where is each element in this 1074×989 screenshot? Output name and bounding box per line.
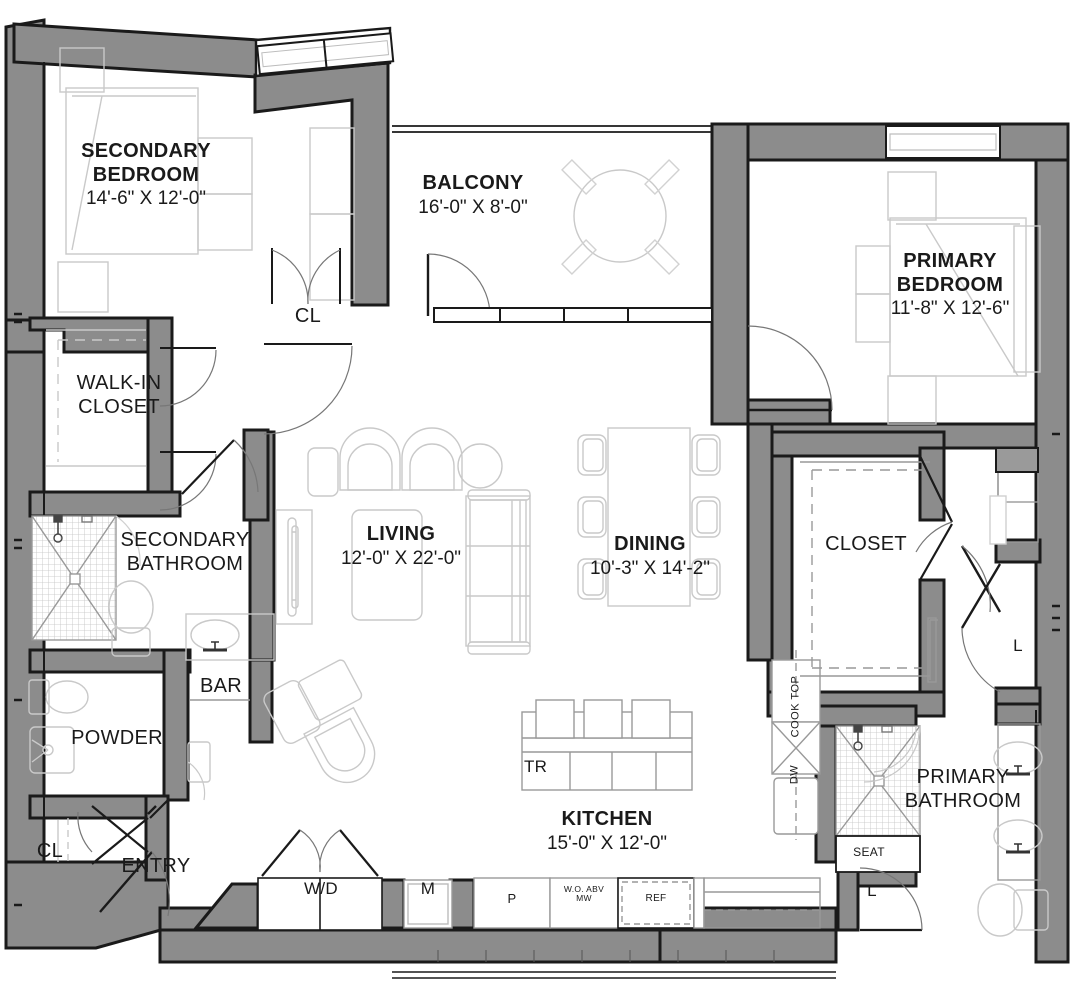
furniture-linework <box>28 47 1049 937</box>
room-label-primary-bedroom: PRIMARY BEDROOM 11'-8" X 12'-6" <box>855 250 1045 321</box>
primary-bathroom-name-line1: PRIMARY <box>916 766 1010 788</box>
entry-name: ENTRY <box>121 855 191 877</box>
secondary-bedroom-dimensions: 14'-6" X 12'-0" <box>85 188 207 210</box>
room-label-powder: POWDER <box>64 727 170 751</box>
cl-bedroom-name: CL <box>294 305 322 327</box>
washer-dryer-label: W/D <box>304 879 338 898</box>
dining-dimensions: 10'-3" X 14'-2" <box>589 557 711 579</box>
primary-bedroom-name-line2: BEDROOM <box>896 273 1004 296</box>
primary-bathroom-name-line2: BATHROOM <box>904 789 1022 812</box>
refrigerator-label: REF <box>645 893 667 904</box>
trash-label: TR <box>524 757 548 776</box>
wall-ticks-right <box>1052 432 1060 632</box>
linen-label-primary-bath: L <box>858 881 886 901</box>
room-label-bar: BAR <box>192 675 250 699</box>
dining-name: DINING <box>614 533 686 555</box>
appliance-label-wall-oven: W.O. ABV MW <box>541 884 627 904</box>
secondary-bathroom-name-line1: SECONDARY <box>120 529 250 551</box>
primary-bedroom-name-line1: PRIMARY <box>903 250 997 272</box>
living-name: LIVING <box>366 523 436 545</box>
wall-oven-label-line1: W.O. ABV <box>563 884 605 894</box>
balcony-dimensions: 16'-0" X 8'-0" <box>418 196 528 218</box>
linen-label-primary-hall: L <box>1004 636 1032 656</box>
room-label-secondary-bathroom: SECONDARY BATHROOM <box>110 529 260 576</box>
room-label-entry: ENTRY <box>112 855 200 879</box>
secondary-bedroom-name-line2: BEDROOM <box>92 163 200 186</box>
closet-label-cl-entry: CL <box>25 840 75 864</box>
room-label-primary-bathroom: PRIMARY BATHROOM <box>900 766 1026 813</box>
appliance-label-dishwasher: DW <box>789 753 802 795</box>
secondary-bathroom-name-line2: BATHROOM <box>126 552 244 575</box>
cooktop-label: COOK TOP <box>789 675 802 738</box>
cl-entry-name: CL <box>36 840 64 862</box>
dishwasher-label: DW <box>788 764 801 785</box>
linen-bath-label: L <box>867 881 877 900</box>
room-label-living: LIVING 12'-0" X 22'-0" <box>308 523 494 570</box>
wall-ticks <box>14 312 22 907</box>
appliance-label-microwave: M <box>406 879 450 899</box>
room-label-balcony: BALCONY 16'-0" X 8'-0" <box>378 172 568 219</box>
microwave-label: M <box>420 879 436 898</box>
primary-bedroom-dimensions: 11'-8" X 12'-6" <box>890 298 1010 320</box>
appliance-label-pantry: P <box>486 891 538 906</box>
linen-hall-label: L <box>1013 636 1023 655</box>
secondary-bedroom-name-line1: SECONDARY <box>81 140 211 162</box>
wall-oven-label-line2: MW <box>576 893 592 904</box>
room-label-walk-in-closet: WALK-IN CLOSET <box>44 372 194 419</box>
doors <box>77 248 1002 932</box>
walk-in-closet-name-line2: CLOSET <box>78 395 160 418</box>
appliance-label-cooktop: COOK TOP <box>790 670 803 742</box>
living-dimensions: 12'-0" X 22'-0" <box>340 547 462 569</box>
pantry-label: P <box>507 891 517 906</box>
closet-label-cl-bedroom: CL <box>283 305 333 329</box>
wall-structure <box>4 18 1070 964</box>
appliance-label-trash: TR <box>524 757 564 777</box>
balcony-name: BALCONY <box>422 172 524 194</box>
appliance-label-refrigerator: REF <box>626 893 686 905</box>
closet-name: CLOSET <box>825 533 907 555</box>
walk-in-closet-name-line1: WALK-IN <box>76 372 162 394</box>
kitchen-dimensions: 15'-0" X 12'-0" <box>546 832 668 854</box>
shower-seat-label: SEAT <box>853 845 885 859</box>
appliance-label-shower-seat: SEAT <box>840 845 898 859</box>
windows <box>256 32 836 979</box>
kitchen-name: KITCHEN <box>561 808 653 830</box>
powder-name: POWDER <box>71 727 163 749</box>
room-label-closet: CLOSET <box>806 533 926 557</box>
room-label-secondary-bedroom: SECONDARY BEDROOM 14'-6" X 12'-0" <box>41 140 251 211</box>
appliance-label-washer-dryer: W/D <box>284 879 358 899</box>
room-label-dining: DINING 10'-3" X 14'-2" <box>564 533 736 580</box>
bar-name: BAR <box>199 675 243 697</box>
room-label-kitchen: KITCHEN 15'-0" X 12'-0" <box>514 808 700 855</box>
